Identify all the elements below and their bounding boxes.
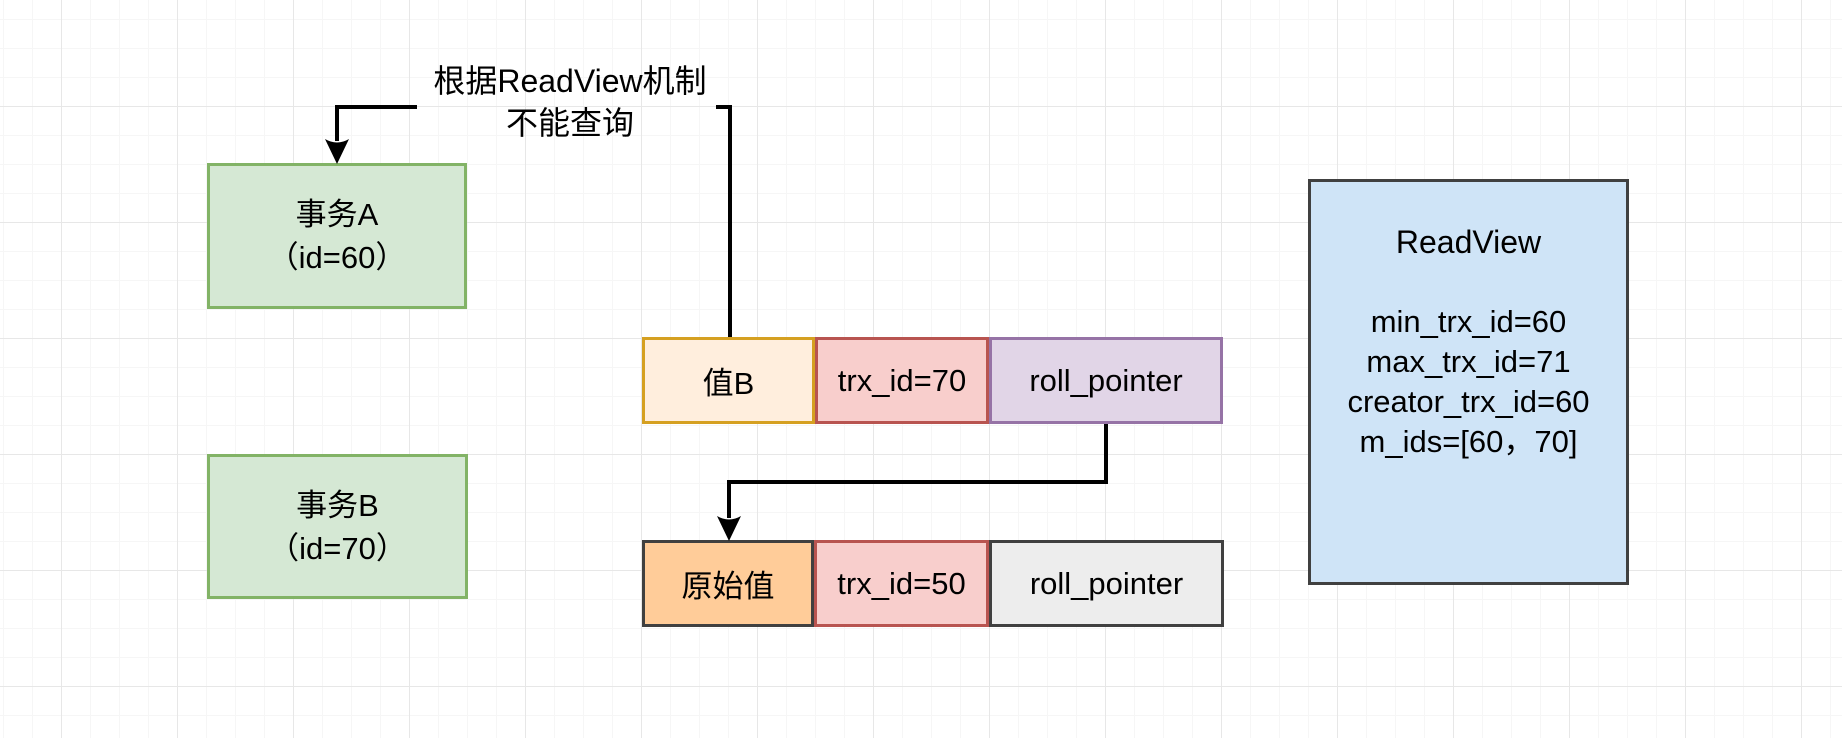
transaction-a-title: 事务A [295, 197, 379, 232]
readview-box: ReadView min_trx_id=60 max_trx_id=71 cre… [1308, 179, 1629, 585]
cell-trx-id-50: trx_id=50 [814, 540, 989, 627]
readview-field-creator-trx-id: creator_trx_id=60 [1347, 384, 1590, 419]
transaction-a-id: （id=60） [267, 240, 407, 275]
readview-field-min-trx-id: min_trx_id=60 [1370, 304, 1567, 339]
cell-roll-pointer-original: roll_pointer [989, 540, 1224, 627]
cell-value-b: 值B [642, 337, 815, 424]
transaction-b-box: 事务B （id=70） [207, 454, 468, 599]
readview-field-max-trx-id: max_trx_id=71 [1366, 344, 1571, 379]
arrowhead-transaction-a [325, 139, 349, 164]
annotation-line-1: 根据ReadView机制 [433, 63, 707, 99]
cell-original-value: 原始值 [642, 540, 814, 627]
cell-roll-pointer-current: roll_pointer [989, 337, 1223, 424]
annotation-text: 根据ReadView机制 不能查询 [380, 60, 760, 144]
transaction-a-box: 事务A （id=60） [207, 163, 467, 309]
transaction-b-id: （id=70） [268, 530, 407, 566]
cell-trx-id-70: trx_id=70 [815, 337, 989, 424]
readview-title: ReadView [1395, 224, 1542, 260]
readview-field-m-ids: m_ids=[60，70] [1359, 424, 1578, 459]
transaction-b-title: 事务B [296, 487, 379, 523]
arrow-roll-pointer-to-original-row [727, 424, 1108, 518]
arrowhead-original-row [717, 516, 741, 541]
annotation-line-2: 不能查询 [505, 105, 634, 141]
